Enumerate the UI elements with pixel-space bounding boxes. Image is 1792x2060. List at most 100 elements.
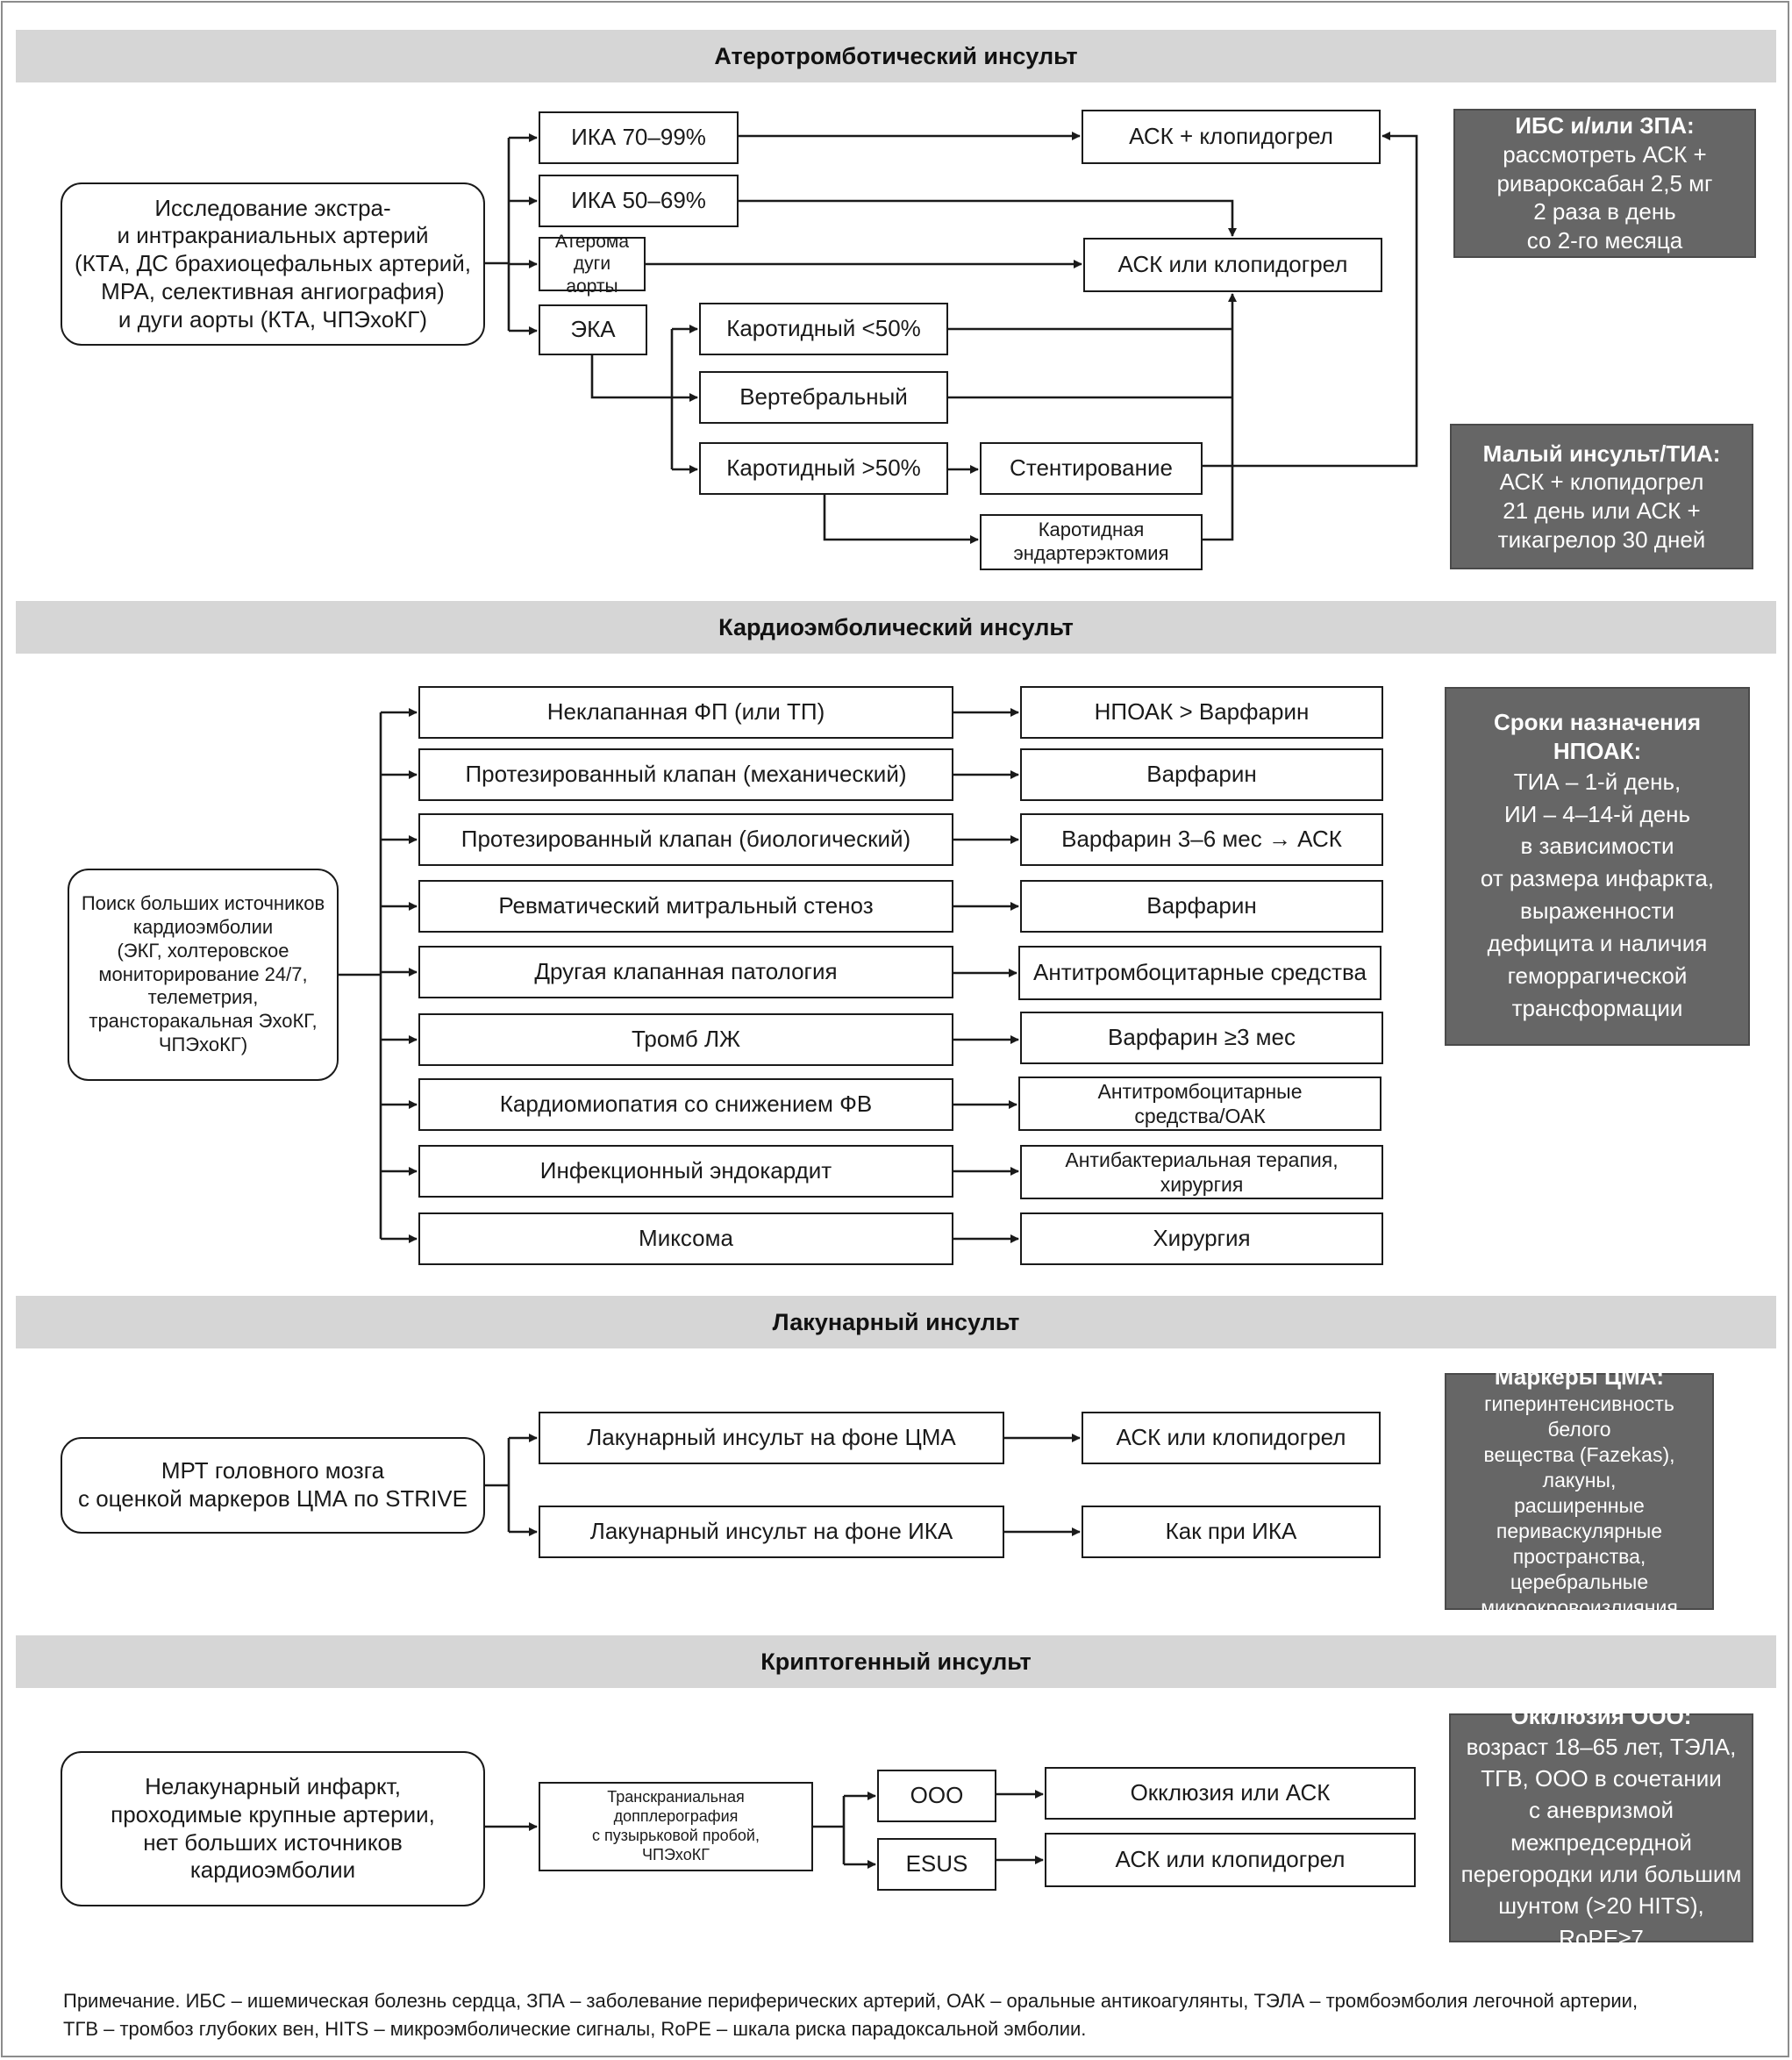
athero-start-box: Исследование экстра- и интракраниальных … (61, 182, 485, 346)
noac-timing-info-box: Сроки назначения НПОАК: ТИА – 1-й день, … (1445, 687, 1750, 1046)
cardio-treatment-text: Хирургия (1153, 1225, 1251, 1252)
cardio-start-text: Поиск больших источников кардиоэмболии (… (81, 892, 325, 1056)
cardio-treatment-box: Варфарин 3–6 мес → АСК (1020, 813, 1383, 866)
lacunar-cma-text: Лакунарный инсульт на фоне ЦМА (587, 1424, 956, 1451)
ika-50-69-text: ИКА 50–69% (571, 187, 706, 214)
cma-markers-text: гиперинтенсивность белого вещества (Faze… (1481, 1392, 1678, 1619)
cardio-condition-text: Тромб ЛЖ (631, 1026, 741, 1053)
pfo-occlusion-title: Окклюзия ООО: (1510, 1702, 1692, 1729)
pfo-box: ООО (877, 1770, 996, 1822)
cardio-treatment-box: Варфарин (1020, 748, 1383, 801)
cardio-treatment-text: Антибактериальная терапия, хирургия (1065, 1148, 1339, 1196)
mono-antiplatelet-box: АСК или клопидогрел (1083, 238, 1382, 292)
cardio-treatment-box: Антитромбоцитарные средства/ОАК (1018, 1076, 1381, 1131)
section-header-cryptogenic: Криптогенный инсульт (16, 1635, 1776, 1688)
section-header-atherothrombotic: Атеротромботический инсульт (16, 30, 1776, 82)
cardio-condition-text: Миксома (639, 1225, 733, 1252)
dapt-box: АСК + клопидогрел (1082, 110, 1381, 164)
cardio-condition-text: Протезированный клапан (механический) (465, 761, 907, 788)
stenting-text: Стентирование (1010, 454, 1173, 482)
cardio-condition-text: Инфекционный эндокардит (539, 1157, 832, 1184)
athero-start-text: Исследование экстра- и интракраниальных … (74, 194, 472, 333)
cardio-treatment-text: Антитромбоцитарные средства/ОАК (1097, 1079, 1303, 1127)
carotid-gt50-box: Каротидный >50% (699, 442, 948, 495)
cardio-condition-text: Неклапанная ФП (или ТП) (546, 698, 825, 726)
lacunar-start-box: МРТ головного мозга с оценкой маркеров Ц… (61, 1437, 485, 1534)
carotid-gt50-text: Каротидный >50% (726, 454, 921, 482)
pfo-occlusion-text: возраст 18–65 лет, ТЭЛА, ТГВ, ООО в соче… (1460, 1733, 1742, 1951)
minor-stroke-info-title: Малый инсульт/ТИА: (1482, 440, 1721, 467)
vertebral-text: Вертебральный (739, 383, 908, 411)
cma-markers-title: Маркеры ЦМА: (1494, 1363, 1665, 1391)
lacunar-cma-box: Лакунарный инсульт на фоне ЦМА (539, 1412, 1004, 1464)
cardio-treatment-box: Антитромбоцитарные средства (1018, 946, 1381, 1000)
cardio-condition-box: Миксома (418, 1212, 953, 1265)
cardio-condition-box: Тромб ЛЖ (418, 1013, 953, 1066)
tcd-bubble-test-box: Транскраниальная допплерография с пузырь… (539, 1782, 813, 1871)
lacunar-cma-treatment-box: АСК или клопидогрел (1082, 1412, 1381, 1464)
ibs-info-box: ИБС и/или ЗПА: рассмотреть АСК + риварок… (1453, 109, 1756, 258)
endarterectomy-text: Каротидная эндартерэктомия (1013, 519, 1169, 564)
cardio-treatment-text: Антитромбоцитарные средства (1033, 959, 1367, 986)
aortic-atheroma-box: Атерома дуги аорты (539, 232, 646, 297)
cardio-condition-text: Ревматический митральный стеноз (498, 892, 874, 919)
pfo-text: ООО (910, 1782, 964, 1809)
cardio-treatment-text: Варфарин (1146, 892, 1257, 919)
cardio-treatment-box: Варфарин ≥3 мес (1020, 1012, 1383, 1064)
section-header-cardioembolic: Кардиоэмболический инсульт (16, 601, 1776, 654)
esus-box: ESUS (877, 1838, 996, 1891)
section-header-lacunar: Лакунарный инсульт (16, 1296, 1776, 1348)
cardio-treatment-box: НПОАК > Варфарин (1020, 686, 1383, 739)
cardio-treatment-text: НПОАК > Варфарин (1094, 698, 1310, 726)
cardio-treatment-box: Варфарин (1020, 880, 1383, 933)
eka-box: ЭКА (539, 304, 647, 355)
ika-50-69-box: ИКА 50–69% (539, 175, 739, 227)
tcd-bubble-test-text: Транскраниальная допплерография с пузырь… (592, 1788, 760, 1863)
cardio-condition-box: Протезированный клапан (механический) (418, 748, 953, 801)
lacunar-ika-treatment-box: Как при ИКА (1082, 1506, 1381, 1558)
noac-timing-text: ТИА – 1-й день, ИИ – 4–14-й день в завис… (1480, 768, 1715, 1021)
eka-text: ЭКА (570, 316, 616, 343)
lacunar-ika-text: Лакунарный инсульт на фоне ИКА (589, 1518, 953, 1545)
dapt-text: АСК + клопидогрел (1129, 123, 1333, 150)
cardio-condition-text: Кардиомиопатия со снижением ФВ (499, 1091, 873, 1118)
stenting-box: Стентирование (980, 442, 1203, 495)
pfo-treatment-box: Окклюзия или АСК (1045, 1767, 1416, 1820)
cardio-condition-text: Другая клапанная патология (534, 958, 838, 985)
lacunar-start-text: МРТ головного мозга с оценкой маркеров Ц… (78, 1457, 468, 1512)
esus-text: ESUS (905, 1850, 968, 1878)
aortic-atheroma-text: Атерома дуги аорты (554, 231, 630, 297)
cardio-treatment-box: Хирургия (1020, 1212, 1383, 1265)
lacunar-ika-treatment-text: Как при ИКА (1165, 1518, 1297, 1545)
cardio-condition-box: Кардиомиопатия со снижением ФВ (418, 1078, 953, 1131)
carotid-lt50-text: Каротидный <50% (726, 315, 921, 342)
minor-stroke-info-box: Малый инсульт/ТИА: АСК + клопидогрел 21 … (1450, 424, 1753, 569)
esus-treatment-text: АСК или клопидогрел (1115, 1846, 1346, 1873)
crypto-start-box: Нелакунарный инфаркт, проходимые крупные… (61, 1751, 485, 1906)
cardio-condition-box: Неклапанная ФП (или ТП) (418, 686, 953, 739)
ika-70-99-text: ИКА 70–99% (571, 124, 706, 151)
pfo-occlusion-info-box: Окклюзия ООО: возраст 18–65 лет, ТЭЛА, Т… (1449, 1703, 1753, 1951)
ika-70-99-box: ИКА 70–99% (539, 111, 739, 164)
cardio-condition-box: Ревматический митральный стеноз (418, 880, 953, 933)
cma-markers-info-box: Маркеры ЦМА: гиперинтенсивность белого в… (1445, 1363, 1714, 1619)
ibs-info-text: рассмотреть АСК + ривароксабан 2,5 мг 2 … (1496, 140, 1713, 254)
cardio-condition-box: Протезированный клапан (биологический) (418, 813, 953, 866)
cardio-treatment-text: Варфарин 3–6 мес → АСК (1061, 826, 1342, 853)
footnote: Примечание. ИБС – ишемическая болезнь се… (63, 1990, 1639, 2040)
vertebral-box: Вертебральный (699, 371, 948, 424)
ibs-info-title: ИБС и/или ЗПА: (1515, 112, 1695, 139)
pfo-treatment-text: Окклюзия или АСК (1130, 1779, 1331, 1806)
carotid-lt50-box: Каротидный <50% (699, 303, 948, 355)
lacunar-cma-treatment-text: АСК или клопидогрел (1116, 1424, 1346, 1451)
mono-antiplatelet-text: АСК или клопидогрел (1117, 251, 1348, 278)
minor-stroke-info-text: АСК + клопидогрел 21 день или АСК + тика… (1497, 469, 1706, 553)
cardio-start-box: Поиск больших источников кардиоэмболии (… (68, 869, 339, 1081)
cardio-condition-box: Инфекционный эндокардит (418, 1145, 953, 1198)
cardio-treatment-text: Варфарин (1146, 761, 1257, 788)
lacunar-ika-box: Лакунарный инсульт на фоне ИКА (539, 1506, 1004, 1558)
noac-timing-title: Сроки назначения НПОАК: (1493, 709, 1702, 764)
crypto-start-text: Нелакунарный инфаркт, проходимые крупные… (111, 1773, 435, 1884)
